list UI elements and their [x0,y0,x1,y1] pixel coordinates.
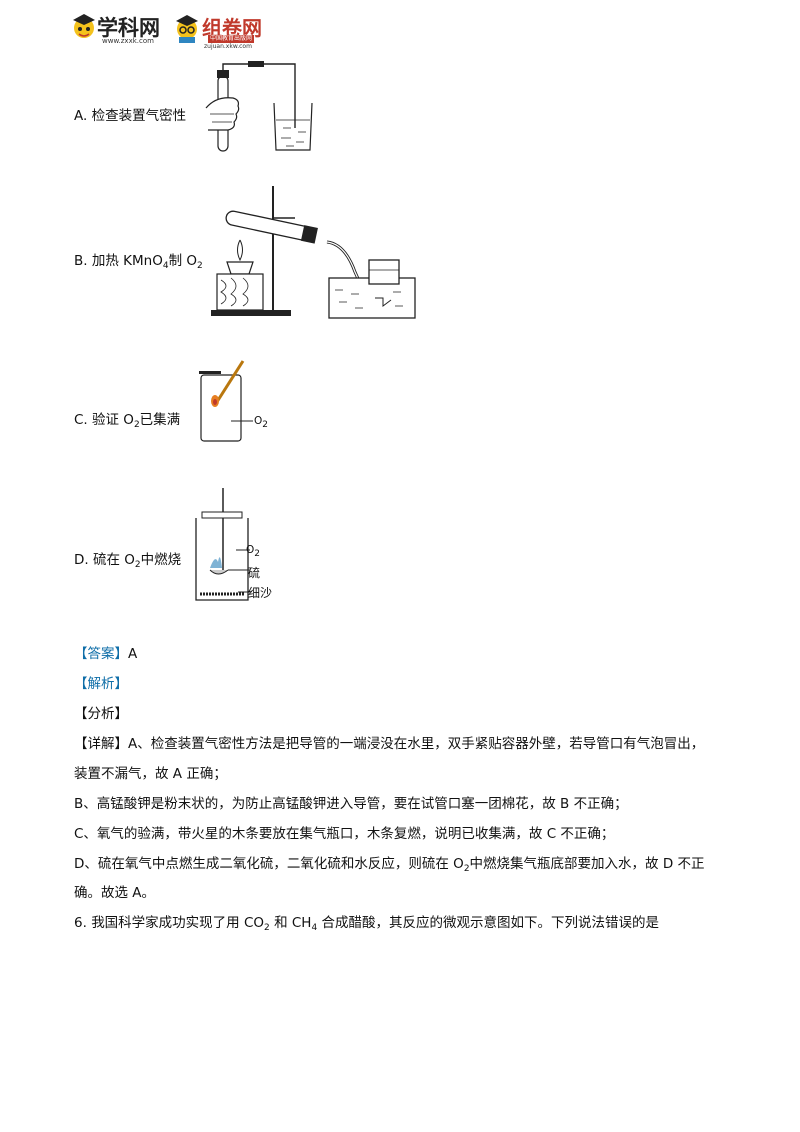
oxygen-label-c: O2 [254,415,268,430]
detail-line-2: 装置不漏气，故 A 正确； [74,766,227,782]
detail-line-3: B、高锰酸钾是粉末状的，为防止高锰酸钾进入导管，要在试管口塞一团棉花，故 B 不… [74,796,628,812]
airtightness-apparatus-diagram [205,61,313,152]
zujuan-url: zujuan.xkw.com [204,43,252,50]
detail-line-4: C、氧气的验满，带火星的木条要放在集气瓶口，木条复燃，说明已收集满，故 C 不正… [74,826,615,842]
option-d-label: D. 硫在 O2中燃烧 [74,552,182,570]
answer-value: A [128,646,138,662]
zxxk-mascot-icon [73,14,95,38]
zxxk-url: www.zxxk.com [102,37,154,45]
option-a-label: A. 检查装置气密性 [74,108,187,124]
answer-tag: 【答案】 [74,646,128,662]
fenxi-tag: 【分析】 [74,706,128,722]
zujuan-tag: 中国教育出版网 [208,35,255,43]
answer-line: 【答案】A [74,645,137,663]
analysis-tag: 【解析】 [74,676,128,692]
zujuan-mascot-icon [176,15,198,43]
option-b-label: B. 加热 KMnO4制 O2 [74,253,203,271]
oxygen-full-check-diagram [199,360,253,442]
header-logos: 学科网 www.zxxk.com 组卷网 中国教育出版网 zujuan.xkw.… [70,10,290,50]
question-6: 6. 我国科学家成功实现了用 CO2 和 CH4 合成醋酸，其反应的微观示意图如… [74,915,659,933]
sulfur-label: 硫 [248,566,261,580]
option-c-label: C. 验证 O2已集满 [74,412,181,430]
detail-line-1: 【详解】A、检查装置气密性方法是把导管的一端浸没在水里，双手紧贴容器外壁，若导管… [74,736,705,752]
sulfur-combustion-diagram [195,488,250,601]
zxxk-logo-text: 学科网 [97,16,160,40]
detail-line-6: 确。故选 A。 [74,885,156,901]
fine-sand-label: 细沙 [248,586,273,600]
kmno4-heating-apparatus-diagram [211,186,416,319]
detail-line-5: D、硫在氧气中点燃生成二氧化硫，二氧化硫和水反应，则硫在 O2中燃烧集气瓶底部要… [74,856,705,874]
oxygen-label-d: O2 [246,544,260,559]
